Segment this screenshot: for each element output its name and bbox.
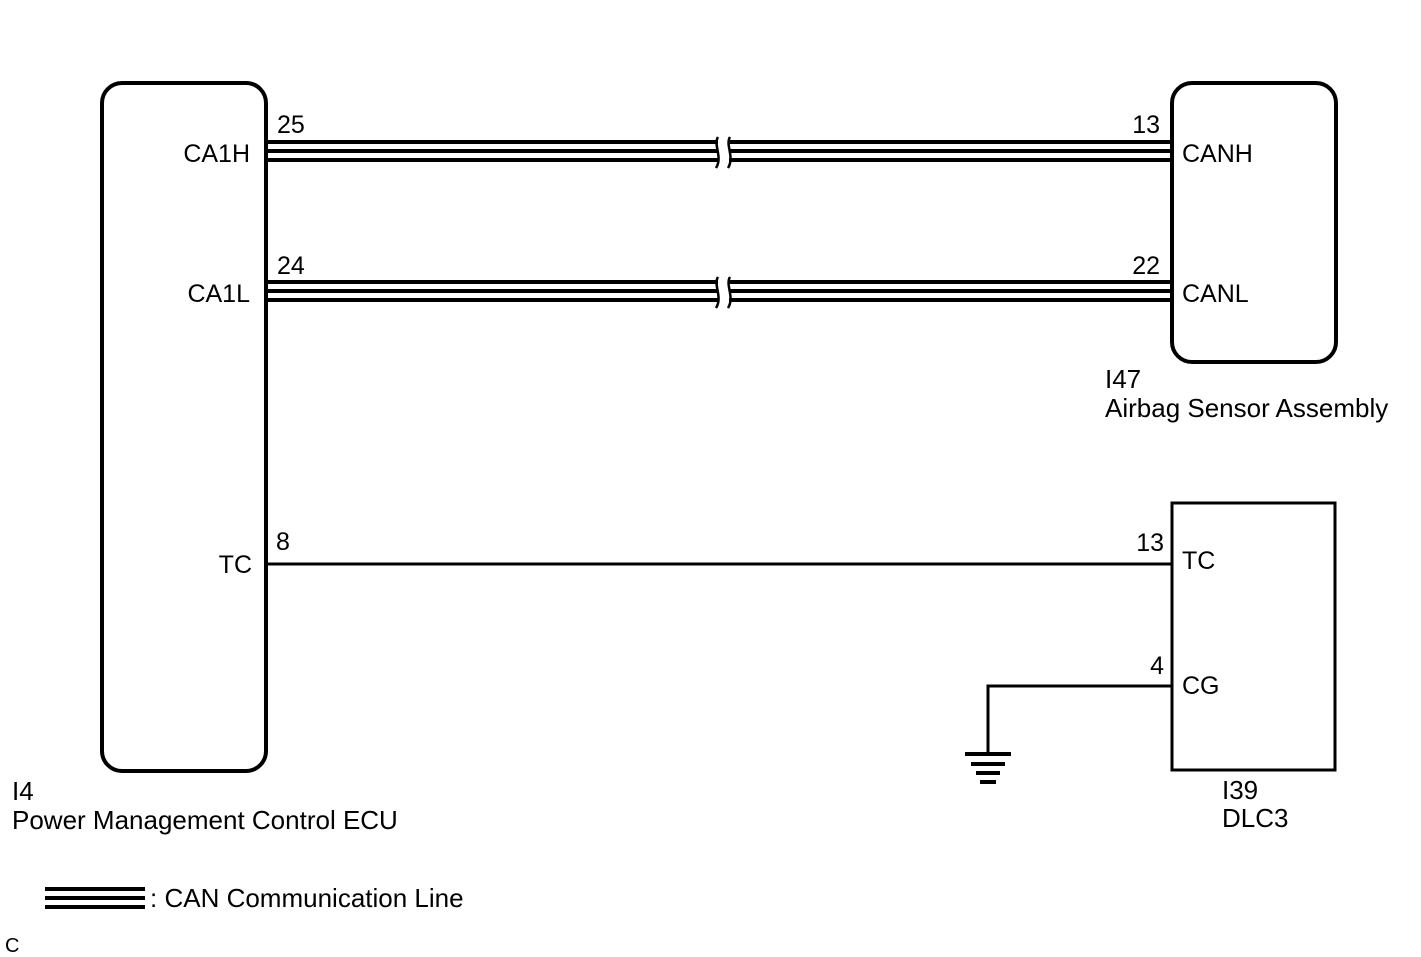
ecu-component: CA1H CA1L TC 25 24 8 I4 Power Management… xyxy=(12,81,398,835)
ecu-pin-tc-number: 8 xyxy=(276,528,290,556)
cg-ground-line xyxy=(986,684,1172,752)
ecu-pin-tc-signal: TC xyxy=(219,551,252,579)
ecu-pin-ca1h-number: 25 xyxy=(277,111,305,139)
ecu-pin-ca1l-number: 24 xyxy=(277,252,305,280)
line-break-mark xyxy=(726,136,732,169)
dlc3-pin-cg-number: 4 xyxy=(1150,652,1164,680)
can-high-line xyxy=(266,136,1172,169)
airbag-pin-canh-signal: CANH xyxy=(1182,140,1253,168)
corner-mark: C xyxy=(5,935,19,957)
line-break-mark xyxy=(714,136,720,169)
legend-can-line-label: : CAN Communication Line xyxy=(150,883,464,913)
can-low-line xyxy=(266,276,1172,309)
ecu-id: I4 xyxy=(12,776,34,806)
dlc3-pin-tc-number: 13 xyxy=(1136,529,1164,557)
line-break-mark xyxy=(726,276,732,309)
legend-can-line-swatch xyxy=(45,887,145,909)
airbag-component: CANH CANL 13 22 I47 Airbag Sensor Assemb… xyxy=(1105,81,1388,423)
ecu-box xyxy=(100,81,268,773)
dlc3-name: DLC3 xyxy=(1222,803,1288,833)
airbag-pin-canh-number: 13 xyxy=(1132,111,1160,139)
line-break-mark xyxy=(714,276,720,309)
ecu-pin-ca1l-signal: CA1L xyxy=(187,280,250,308)
legend: : CAN Communication Line xyxy=(45,883,464,913)
dlc3-component: TC CG 13 4 I39 DLC3 xyxy=(1136,501,1337,833)
dlc3-box xyxy=(1170,501,1337,772)
airbag-box xyxy=(1170,81,1338,364)
ground-icon xyxy=(965,752,1011,784)
airbag-pin-canl-signal: CANL xyxy=(1182,280,1249,308)
dlc3-pin-cg-signal: CG xyxy=(1182,672,1220,700)
airbag-pin-canl-number: 22 xyxy=(1132,252,1160,280)
dlc3-pin-tc-signal: TC xyxy=(1182,547,1215,575)
ecu-pin-ca1h-signal: CA1H xyxy=(183,140,250,168)
ecu-name: Power Management Control ECU xyxy=(12,805,398,835)
airbag-name: Airbag Sensor Assembly xyxy=(1105,393,1388,423)
dlc3-id: I39 xyxy=(1222,775,1258,805)
airbag-id: I47 xyxy=(1105,364,1141,394)
